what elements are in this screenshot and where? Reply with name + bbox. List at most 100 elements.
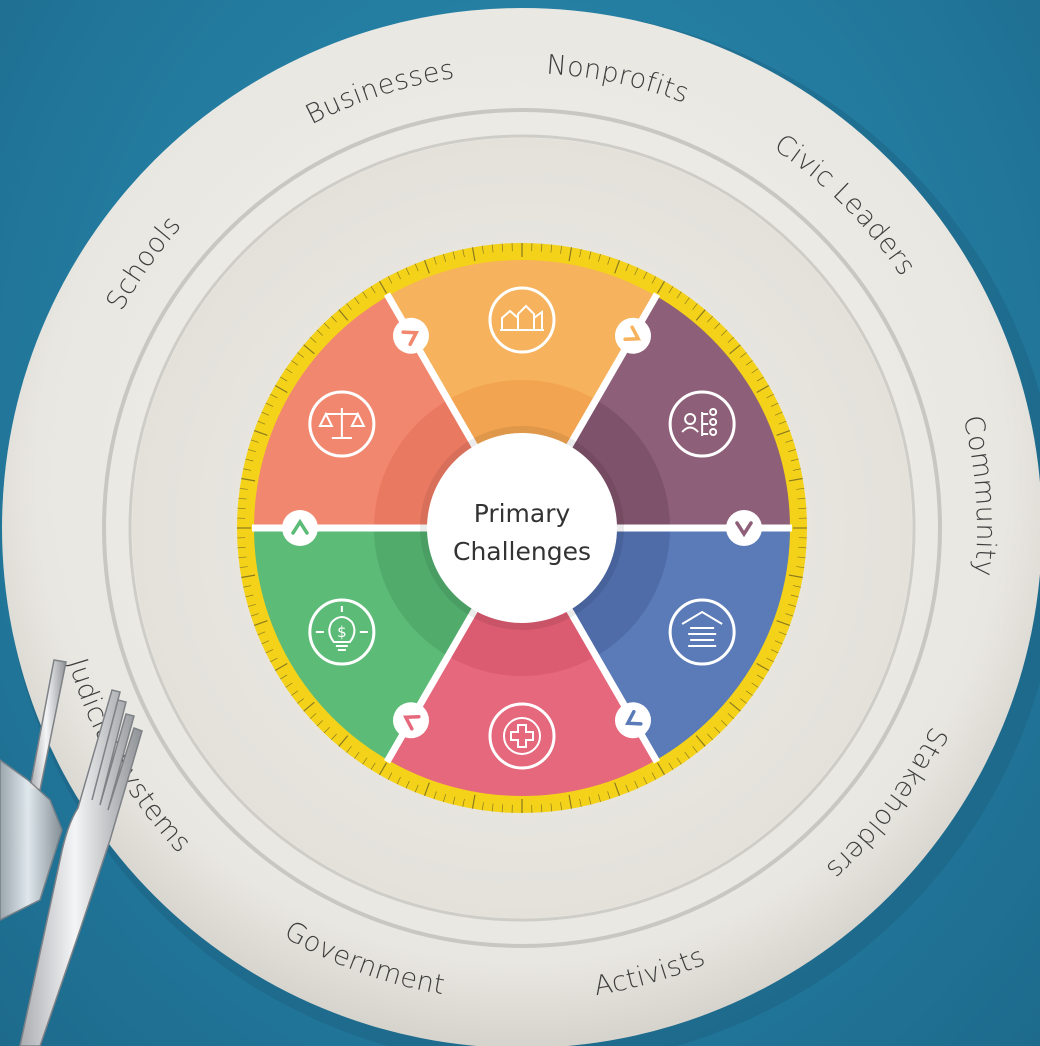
ruler-tick	[491, 244, 494, 253]
ruler-tick	[433, 791, 437, 800]
ruler-tick	[643, 271, 648, 280]
ruler-tick	[676, 757, 682, 765]
ruler-tick	[692, 303, 698, 310]
ruler-tick	[568, 247, 573, 262]
ruler-tick	[695, 735, 706, 747]
ruler-tick	[481, 245, 484, 254]
ruler-tick	[370, 286, 376, 294]
ruler-tick	[291, 690, 299, 696]
ruler-tick	[643, 776, 648, 785]
medical-cross-icon-glyph	[503, 717, 541, 755]
ruler-tick	[707, 733, 713, 741]
ruler-tick	[265, 649, 274, 654]
ruler-tick	[274, 384, 288, 394]
ruler-tick	[239, 566, 248, 569]
chevron-icon	[291, 518, 309, 535]
ruler-tick	[598, 253, 601, 262]
house-icon-glyph	[500, 304, 544, 331]
ruler-tick	[261, 640, 270, 645]
ruler-tick	[243, 585, 252, 588]
ruler-tick	[796, 566, 805, 569]
divider-arrow-button[interactable]	[615, 702, 651, 739]
ruler-tick	[462, 798, 465, 807]
ruler-tick	[634, 267, 639, 276]
ruler-tick	[362, 757, 368, 765]
ruler-tick	[714, 322, 721, 329]
divider-arrow-button[interactable]	[393, 317, 429, 354]
ruler-tick	[560, 802, 563, 811]
divider-arrow-button[interactable]	[615, 317, 651, 354]
ruler-tick	[776, 620, 791, 627]
ruler-tick	[740, 352, 747, 358]
ruler-tick	[579, 798, 582, 807]
ruler-tick	[423, 782, 430, 797]
ruler-tick	[238, 556, 247, 559]
ruler-tick	[707, 315, 713, 323]
ruler-tick	[778, 420, 787, 425]
scales-icon	[308, 390, 376, 458]
ruler-tick	[265, 402, 274, 407]
ruler-tick	[785, 439, 794, 443]
ruler-tick	[729, 701, 741, 712]
divider-arrow-button[interactable]	[726, 510, 762, 546]
ruler-tick	[656, 280, 666, 294]
divider-arrow-button[interactable]	[282, 510, 318, 546]
ruler-tick	[491, 803, 494, 812]
divider-arrow-button[interactable]	[393, 702, 429, 739]
house-icon	[488, 286, 556, 354]
ruler-tick	[323, 322, 330, 329]
ruler-tick	[607, 256, 611, 265]
dollar-sign-icon: $	[337, 623, 347, 641]
ruler-tick	[625, 784, 630, 793]
ruler-tick	[727, 337, 735, 343]
ruler-tick	[303, 701, 315, 712]
ruler-tick	[766, 657, 774, 663]
ruler-tick	[378, 280, 388, 294]
ruler-tick	[471, 794, 476, 809]
ruler-tick	[774, 411, 783, 416]
ruler-tick	[338, 735, 349, 747]
ruler-tick	[291, 360, 299, 366]
ruler-tick	[766, 393, 774, 399]
ruler-tick	[370, 762, 376, 770]
center-title-line2: Challenges	[453, 537, 591, 566]
ruler-tick	[788, 477, 803, 482]
ruler-tick	[239, 487, 248, 490]
chevron-icon	[735, 521, 753, 538]
ruler-tick	[727, 713, 735, 719]
ruler-tick	[598, 794, 601, 803]
ruler-tick	[331, 733, 337, 741]
chevron-icon	[401, 330, 420, 347]
ruler-tick	[588, 796, 592, 805]
ruler-tick	[607, 791, 611, 800]
ruler-tick	[354, 751, 360, 759]
ruler-tick	[261, 411, 270, 416]
plate-rim-line-inner	[128, 134, 916, 922]
ruler-tick	[501, 804, 504, 813]
ruler-tick	[241, 477, 256, 482]
ruler-tick	[245, 458, 254, 462]
ruler-tick	[651, 772, 657, 780]
plate-rim-line-outer	[102, 108, 942, 948]
chevron-icon	[623, 325, 642, 342]
ruler-tick	[354, 297, 360, 305]
ruler-tick	[331, 315, 337, 323]
ruler-tick	[788, 574, 803, 579]
ruler-tick	[405, 267, 410, 276]
ruler-tick	[792, 585, 801, 588]
center-circle[interactable]	[427, 433, 617, 623]
ruler-tick	[560, 245, 563, 254]
ruler-tick	[770, 402, 779, 407]
ruler-tick	[797, 556, 806, 559]
ruler-tick	[247, 449, 256, 452]
ruler-tick	[625, 263, 630, 272]
ruler-tick	[588, 251, 592, 260]
ruler-tick	[550, 803, 553, 812]
ruler-tick	[695, 309, 706, 321]
ruler-tick	[297, 352, 304, 358]
ruler-tick	[250, 439, 259, 443]
ruler-tick	[798, 507, 807, 510]
ruler-tick	[237, 546, 246, 549]
ruler-tick	[579, 249, 582, 258]
ruler-tick	[270, 657, 278, 663]
